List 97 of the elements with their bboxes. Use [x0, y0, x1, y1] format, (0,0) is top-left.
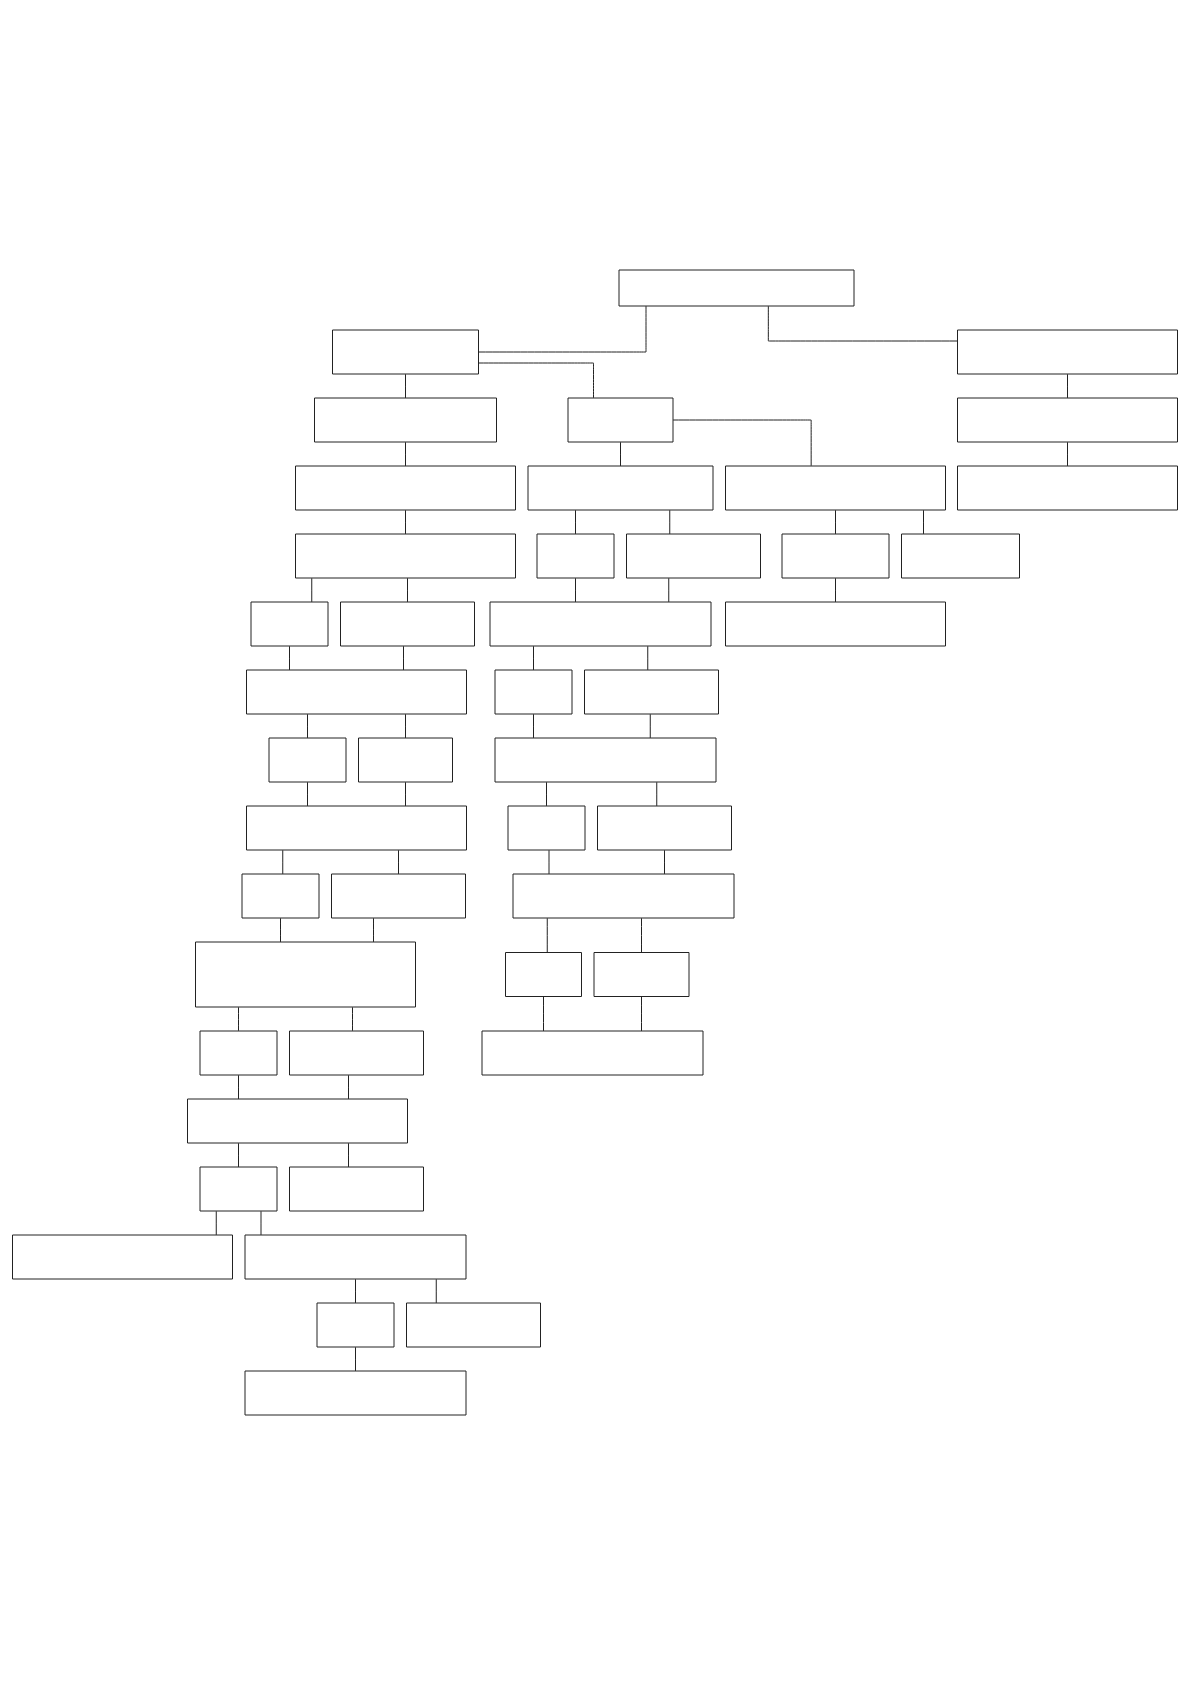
connector	[348, 1074, 349, 1099]
node-box	[187, 1098, 408, 1143]
connector	[238, 1142, 239, 1167]
node-box	[340, 601, 475, 646]
connector	[215, 1210, 217, 1235]
connector	[405, 441, 406, 466]
connector	[435, 1278, 437, 1303]
node-box	[507, 805, 586, 850]
connector	[478, 305, 647, 352]
connector	[923, 509, 924, 534]
connector	[672, 419, 812, 466]
node-box	[12, 1234, 233, 1279]
node-box	[536, 533, 615, 578]
connector	[620, 441, 621, 466]
node-box	[618, 269, 855, 306]
connector	[649, 713, 651, 738]
node-box	[358, 737, 453, 782]
node-box	[289, 1166, 424, 1211]
node-box	[957, 397, 1178, 442]
connector	[238, 1074, 239, 1099]
node-box	[957, 465, 1178, 510]
node-box	[250, 601, 329, 646]
node-box	[489, 601, 712, 646]
connector	[373, 917, 374, 942]
connector	[282, 849, 284, 874]
connector	[407, 577, 408, 602]
connector	[405, 373, 406, 398]
connector	[548, 849, 550, 874]
connector	[398, 849, 399, 874]
connector	[546, 781, 547, 806]
node-box	[481, 1030, 704, 1075]
connector	[668, 577, 670, 602]
node-box	[901, 533, 1020, 578]
node-box	[295, 533, 516, 578]
node-box	[725, 465, 946, 510]
connector	[405, 713, 406, 738]
connector	[478, 362, 594, 398]
node-box	[244, 1370, 467, 1415]
connector	[348, 1142, 349, 1167]
node-box	[195, 941, 416, 1007]
node-box	[494, 669, 573, 714]
node-box	[494, 737, 717, 782]
node-box	[316, 1302, 395, 1347]
connector	[405, 509, 406, 534]
connector	[352, 1006, 353, 1031]
connector	[238, 1006, 239, 1031]
connector	[835, 577, 836, 602]
connector	[311, 577, 313, 602]
connector	[669, 509, 671, 534]
node-box	[295, 465, 516, 510]
connector	[546, 917, 548, 953]
connector	[355, 1346, 356, 1371]
connector	[543, 995, 544, 1031]
connector	[533, 713, 534, 738]
connector	[835, 509, 836, 534]
connector	[656, 781, 658, 806]
node-box	[268, 737, 347, 782]
node-box	[244, 1234, 467, 1279]
connector	[280, 917, 281, 942]
connector	[355, 1278, 356, 1303]
node-box	[246, 669, 467, 714]
node-box	[314, 397, 497, 442]
node-box	[199, 1166, 278, 1211]
connector	[1067, 441, 1068, 466]
node-box	[957, 329, 1178, 374]
node-box	[241, 873, 320, 918]
connector	[641, 917, 642, 953]
connector	[533, 645, 534, 670]
node-box	[332, 329, 479, 374]
node-box	[289, 1030, 424, 1075]
connector	[575, 509, 576, 534]
node-box	[199, 1030, 278, 1075]
node-box	[331, 873, 466, 918]
node-box	[781, 533, 890, 578]
connector	[575, 577, 576, 602]
connector	[260, 1210, 262, 1235]
node-box	[626, 533, 761, 578]
node-box	[597, 805, 732, 850]
node-box	[505, 951, 582, 997]
node-box	[593, 951, 690, 997]
node-box	[527, 465, 714, 510]
connector	[664, 849, 665, 874]
node-box	[246, 805, 467, 850]
node-box	[406, 1302, 541, 1347]
node-box	[567, 397, 674, 442]
node-box	[725, 601, 946, 646]
node-box	[584, 669, 719, 714]
connector	[641, 995, 642, 1031]
connector	[307, 781, 308, 806]
connector	[1067, 373, 1068, 398]
connector	[405, 781, 406, 806]
node-box	[512, 873, 735, 918]
connector	[767, 305, 958, 341]
connector	[647, 645, 649, 670]
connector	[307, 713, 308, 738]
connector	[289, 645, 290, 670]
connector	[403, 645, 404, 670]
